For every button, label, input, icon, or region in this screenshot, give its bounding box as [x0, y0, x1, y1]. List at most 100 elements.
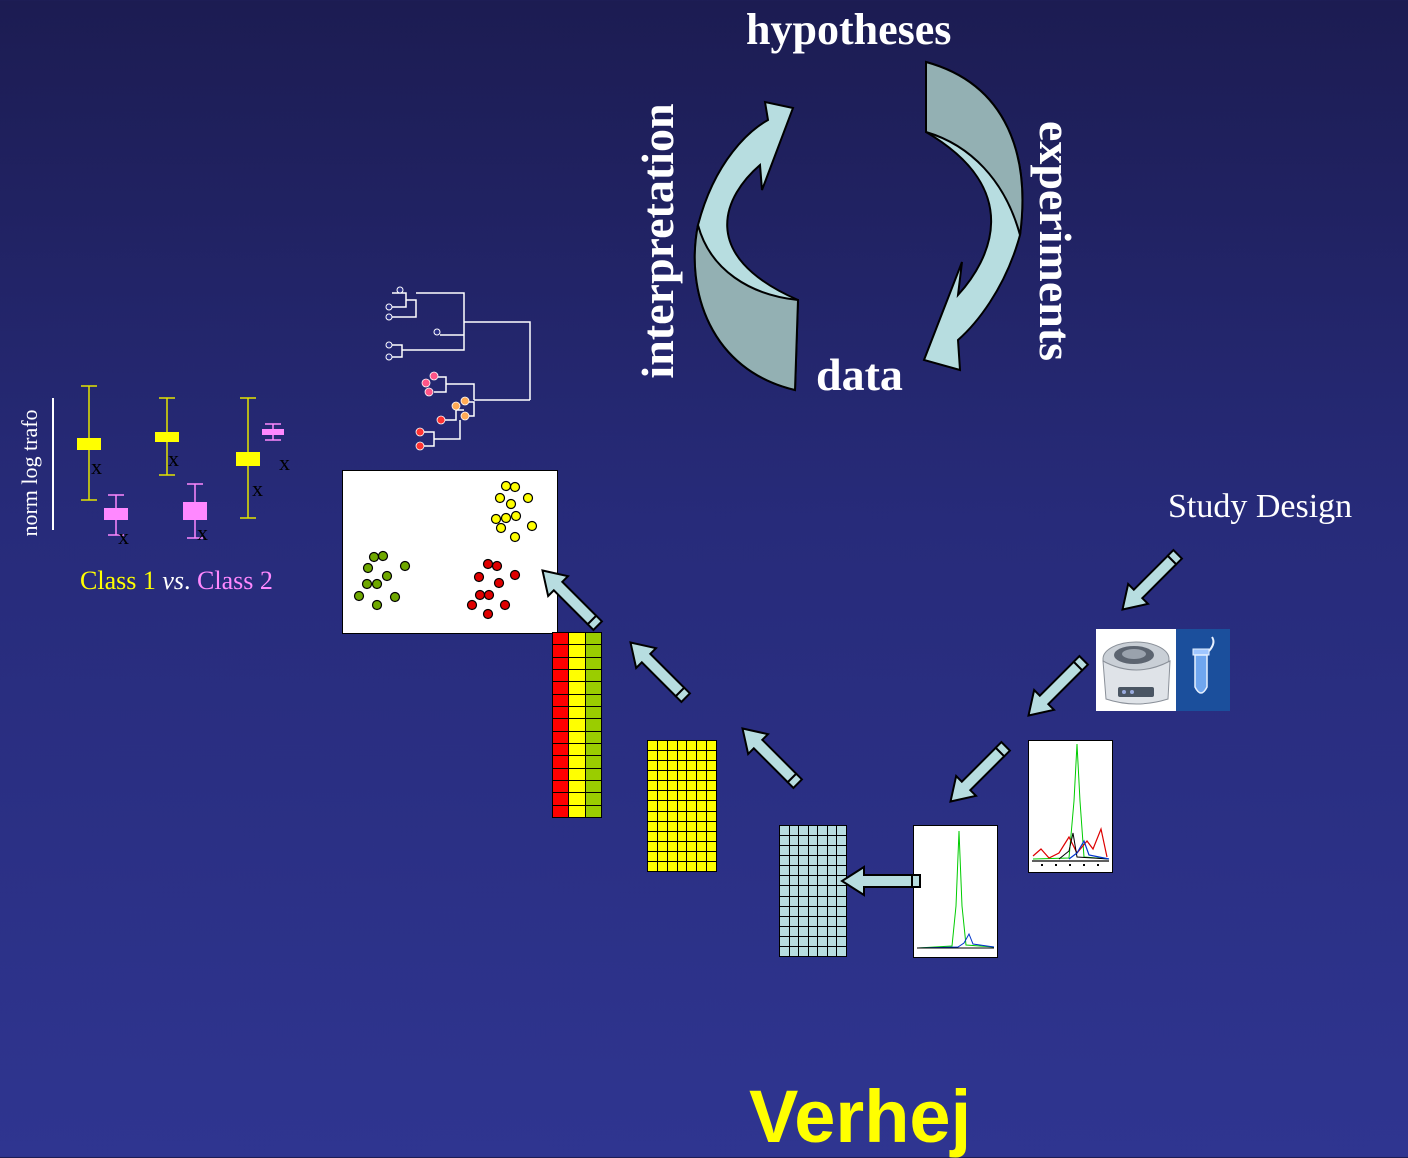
arrow-yellowgrid-to-heatmap — [619, 631, 697, 709]
grid-cell — [818, 866, 827, 876]
grid-cell — [799, 906, 808, 916]
grid-cell — [827, 836, 837, 846]
grid-cell — [799, 826, 808, 836]
grid-cell — [808, 946, 818, 956]
grid-cell — [780, 886, 789, 896]
grid-cell — [827, 906, 837, 916]
label-data: data — [816, 349, 903, 400]
grid-cell — [657, 741, 667, 751]
grid-cell — [808, 886, 818, 896]
grid-cell — [808, 916, 818, 926]
grid-cell — [799, 926, 808, 936]
grid-cell — [808, 826, 818, 836]
grid-cell — [827, 846, 837, 856]
grid-cell — [687, 851, 697, 861]
grid-cell — [553, 682, 569, 694]
grid-cell — [697, 861, 707, 871]
grid-cell — [553, 706, 569, 719]
normalized-data-grid — [647, 740, 717, 872]
grid-cell — [837, 906, 846, 916]
grid-cell — [585, 768, 601, 780]
box-class1-3 — [236, 397, 260, 519]
grid-cell — [648, 841, 657, 851]
grid-cell — [827, 916, 837, 926]
grid-cell — [553, 756, 569, 768]
marker-x: x — [118, 524, 129, 549]
grid-cell — [553, 694, 569, 706]
grid-cell — [648, 741, 657, 751]
grid-cell — [789, 856, 799, 866]
grid-cell — [657, 781, 667, 791]
grid-cell — [677, 791, 687, 801]
grid-cell — [677, 811, 687, 821]
grid-cell — [667, 781, 677, 791]
grid-cell — [648, 811, 657, 821]
grid-cell — [553, 633, 569, 645]
cluster-plot — [342, 470, 558, 634]
grid-cell — [657, 791, 667, 801]
cluster-red — [466, 558, 521, 620]
grid-cell — [827, 866, 837, 876]
spectrum-plot-1 — [913, 825, 998, 958]
grid-cell — [553, 743, 569, 756]
grid-cell — [569, 633, 585, 645]
grid-cell — [799, 936, 808, 946]
grid-cell — [648, 771, 657, 781]
grid-cell — [818, 926, 827, 936]
grid-cell — [677, 821, 687, 831]
grid-cell — [585, 743, 601, 756]
grid-cell — [697, 781, 707, 791]
grid-cell — [707, 741, 716, 751]
dendrogram — [385, 286, 531, 451]
grid-cell — [657, 821, 667, 831]
grid-cell — [827, 926, 837, 936]
grid-cell — [667, 761, 677, 771]
grid-cell — [799, 946, 808, 956]
grid-cell — [687, 771, 697, 781]
grid-cell — [818, 856, 827, 866]
grid-cell — [827, 886, 837, 896]
grid-cell — [553, 793, 569, 805]
grid-cell — [569, 743, 585, 756]
grid-cell — [687, 781, 697, 791]
arrow-spectrum1-to-bluegrid — [841, 866, 921, 896]
grid-cell — [585, 645, 601, 657]
grid-cell — [799, 836, 808, 846]
grid-cell — [657, 861, 667, 871]
grid-cell — [799, 886, 808, 896]
grid-cell — [677, 801, 687, 811]
boxplot-chart: x x x x x x — [52, 385, 290, 549]
grid-cell — [789, 846, 799, 856]
grid-cell — [657, 761, 667, 771]
grid-cell — [808, 846, 818, 856]
grid-cell — [569, 719, 585, 731]
grid-cell — [585, 694, 601, 706]
grid-cell — [808, 896, 818, 906]
grid-cell — [569, 694, 585, 706]
grid-cell — [648, 801, 657, 811]
grid-cell — [808, 936, 818, 946]
grid-cell — [648, 831, 657, 841]
grid-cell — [677, 851, 687, 861]
grid-cell — [818, 916, 827, 926]
grid-cell — [789, 916, 799, 926]
grid-cell — [677, 751, 687, 761]
grid-cell — [837, 846, 846, 856]
grid-cell — [569, 706, 585, 719]
grid-cell — [677, 831, 687, 841]
grid-cell — [818, 936, 827, 946]
tube-icon — [1176, 629, 1230, 711]
cluster-yellow — [490, 480, 538, 543]
grid-cell — [780, 846, 789, 856]
grid-cell — [707, 831, 716, 841]
grid-cell — [818, 906, 827, 916]
grid-cell — [687, 811, 697, 821]
cycle-arrows — [693, 60, 1024, 392]
arrow-to-spectrum1 — [939, 735, 1017, 813]
grid-cell — [677, 761, 687, 771]
grid-cell — [818, 886, 827, 896]
grid-cell — [553, 657, 569, 669]
grid-cell — [707, 841, 716, 851]
grid-cell — [697, 751, 707, 761]
grid-cell — [707, 821, 716, 831]
